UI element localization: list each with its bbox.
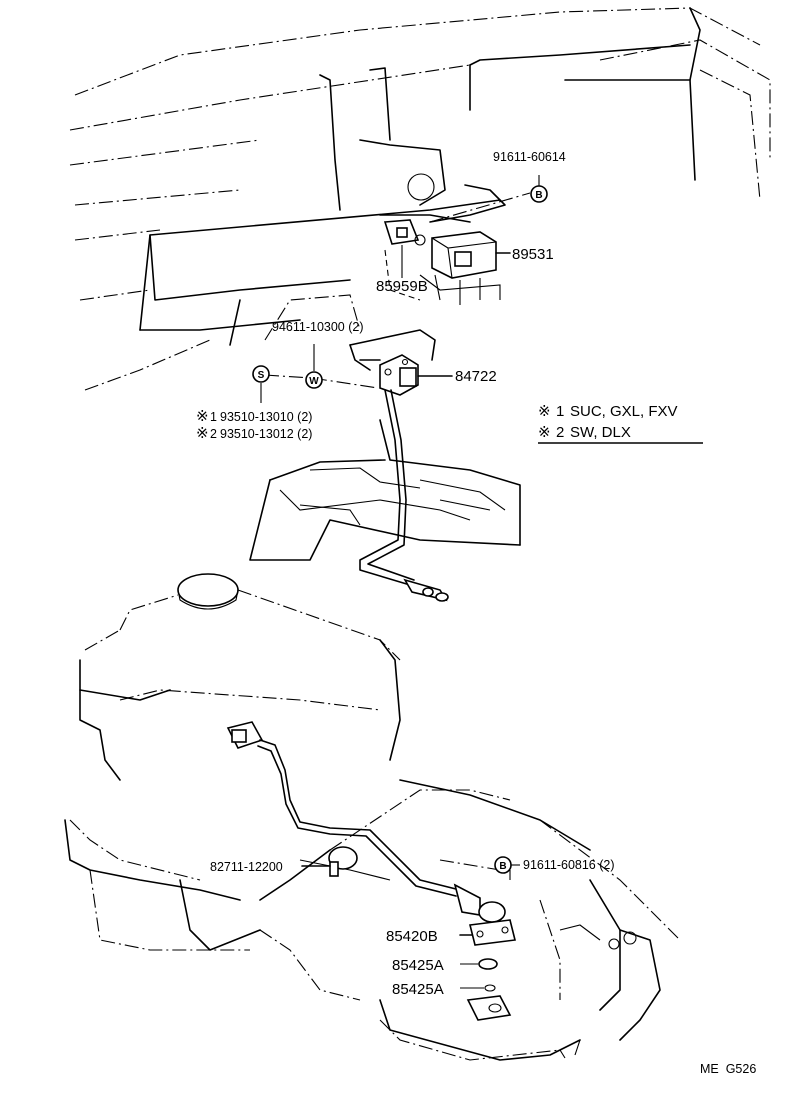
- marker-w-label: W: [309, 376, 319, 387]
- console-outline: [249, 329, 521, 561]
- note-1-mark: ※: [538, 402, 551, 420]
- marker-b-lower-label: B: [499, 861, 506, 872]
- label-89531: 89531: [512, 246, 554, 263]
- label-85425a-2: 85425A: [392, 981, 444, 998]
- label-82711-12200: 82711-12200: [210, 860, 283, 874]
- dashboard-outline: [69, 7, 771, 391]
- label-85420b: 85420B: [386, 928, 438, 945]
- sensor-85420b: [453, 883, 516, 946]
- gaskets-85425a: [460, 958, 512, 1021]
- diagram-code: ME G526: [700, 1062, 756, 1076]
- sensor-84722: [379, 354, 453, 396]
- marker-s: S: [252, 365, 270, 383]
- label-85425a-1: 85425A: [392, 957, 444, 974]
- label-ref-2: 2: [210, 427, 217, 441]
- label-93510-13012: 93510-13012 (2): [220, 427, 312, 441]
- marker-s-label: S: [258, 370, 265, 381]
- clamp-82711: [301, 846, 358, 877]
- bracket-85959b: [383, 219, 426, 278]
- harness-upper: [264, 374, 449, 602]
- relay-89531: [431, 231, 511, 279]
- label-91611-60614: 91611-60614: [493, 150, 566, 164]
- label-93510-13010: 93510-13010 (2): [220, 410, 312, 424]
- label-84722: 84722: [455, 368, 497, 385]
- engine-outline: [64, 573, 681, 1061]
- label-ref-mark-1: ※: [196, 407, 209, 425]
- note-2-mark: ※: [538, 423, 551, 441]
- note-1-number: 1: [556, 403, 564, 420]
- application-notes: ※ 1 SUC, GXL, FXV ※ 2 SW, DLX: [538, 402, 703, 444]
- label-91611-60816: 91611-60816 (2): [523, 858, 615, 872]
- note-2-number: 2: [556, 424, 564, 441]
- note-2-text: SW, DLX: [570, 424, 631, 441]
- marker-w: W: [305, 371, 323, 389]
- marker-b-upper-label: B: [535, 190, 542, 201]
- harness-lower: [226, 721, 461, 897]
- marker-b-upper: B: [530, 185, 548, 203]
- note-1-text: SUC, GXL, FXV: [570, 403, 678, 420]
- label-94611-10300: 94611-10300 (2): [272, 320, 364, 334]
- label-85959b: 85959B: [376, 278, 428, 295]
- label-ref-1: 1: [210, 410, 217, 424]
- label-ref-mark-2: ※: [196, 424, 209, 442]
- marker-b-lower: B: [494, 856, 512, 874]
